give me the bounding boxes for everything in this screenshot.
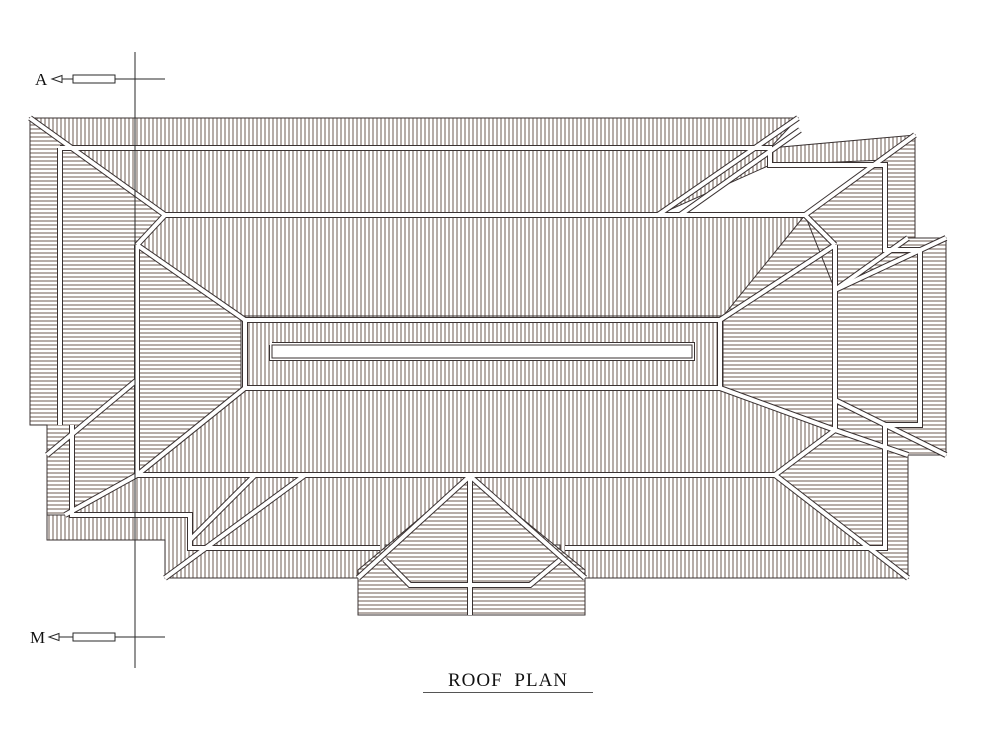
- roof-facets: [28, 117, 947, 616]
- drawing-title-text: ROOF PLAN: [447, 670, 569, 691]
- section-marker-m: [47, 632, 165, 642]
- section-marker-a: [50, 74, 165, 84]
- roof-centre-lower: [135, 387, 837, 476]
- section-label-m: M: [30, 628, 45, 647]
- drawing-title: ROOF PLAN: [423, 670, 593, 693]
- valley-lines: [28, 115, 948, 615]
- section-label-a: A: [35, 70, 48, 89]
- ridge-slot: [271, 344, 693, 359]
